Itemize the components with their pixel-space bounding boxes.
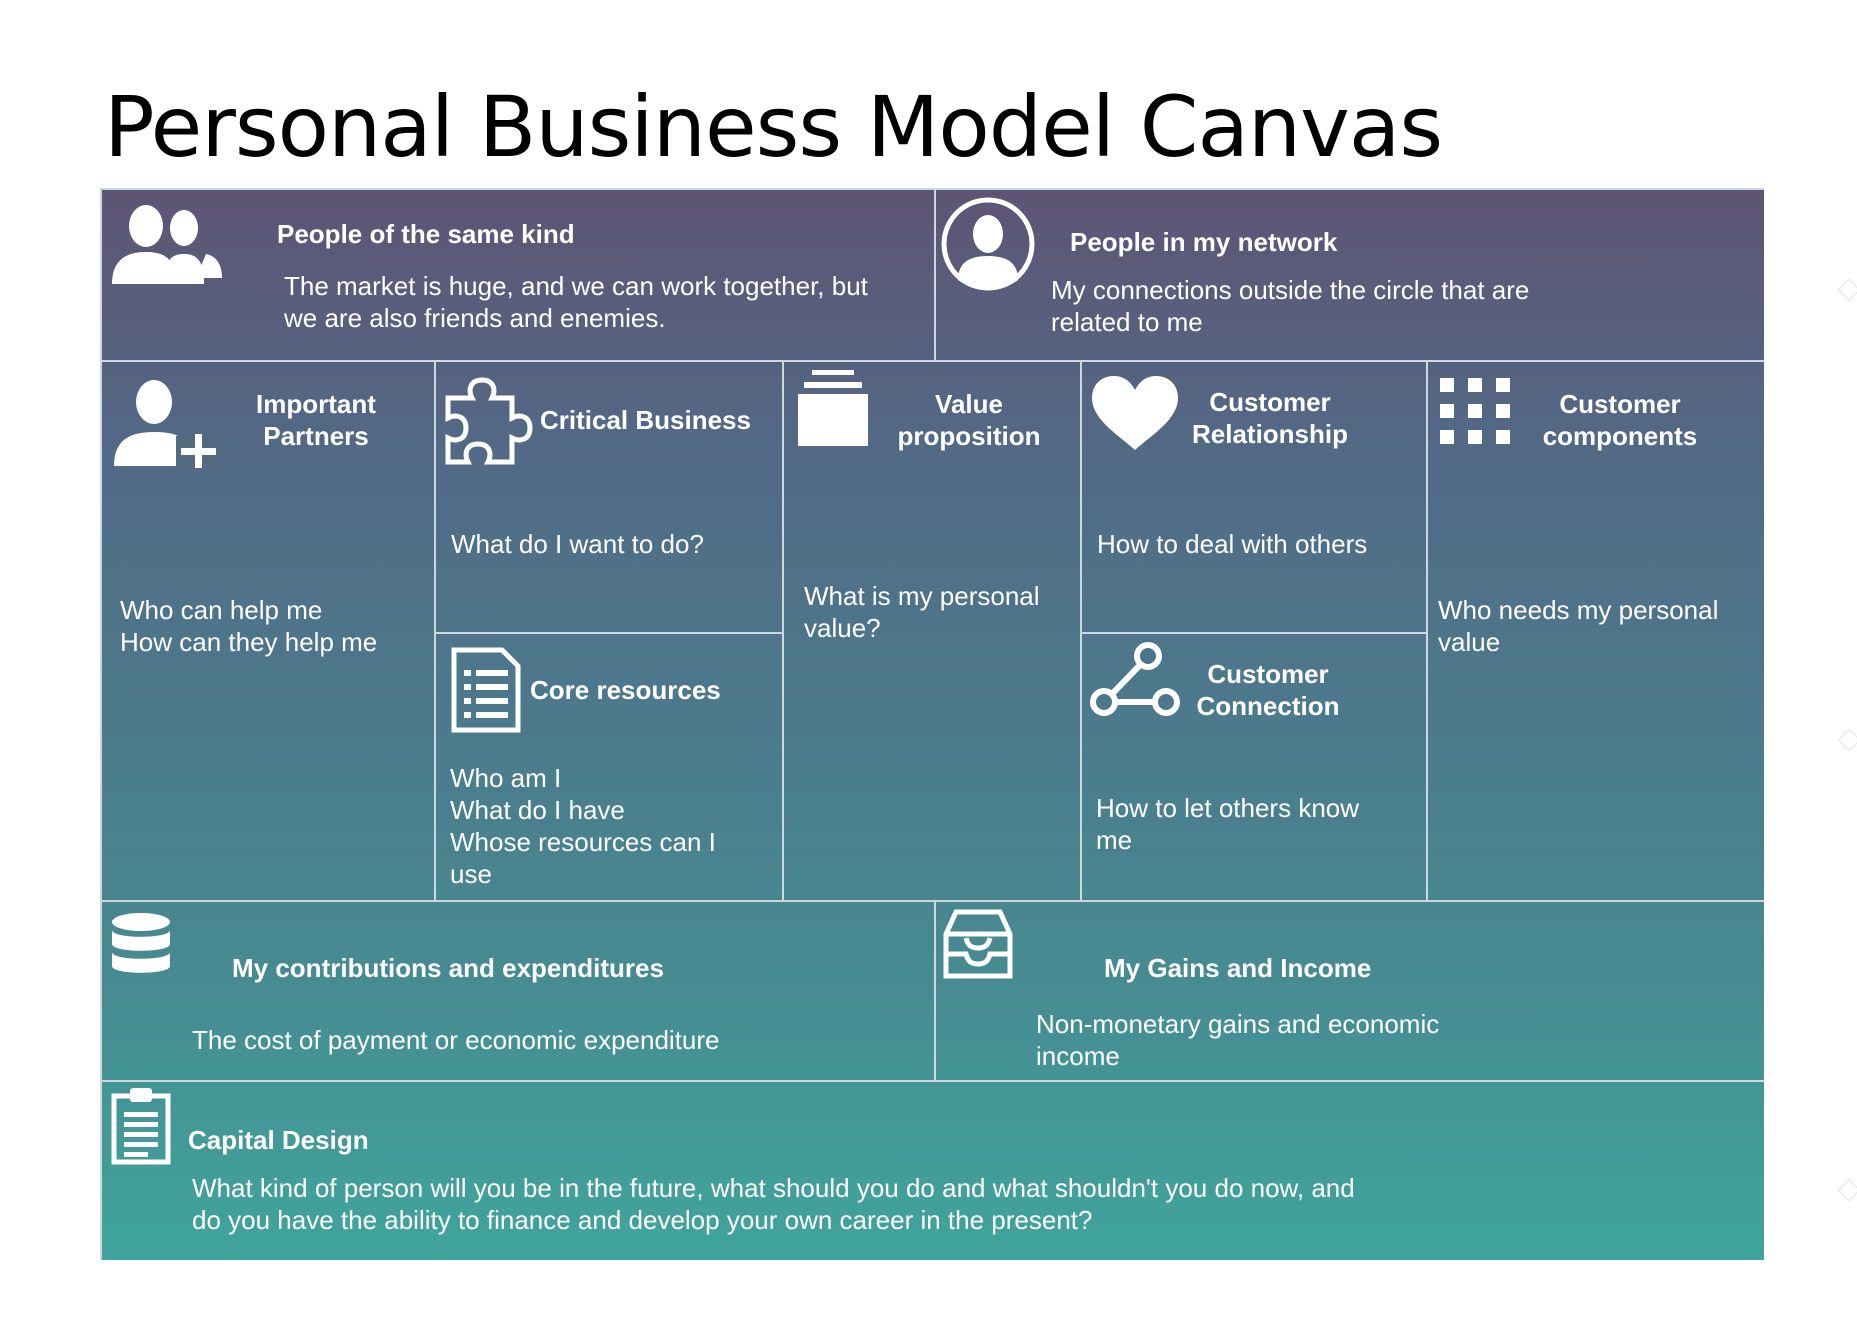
- block-same-kind: People of the same kind The market is hu…: [100, 188, 934, 360]
- block-heading: Customer components: [1542, 389, 1698, 451]
- divider: [100, 900, 1764, 902]
- divider: [434, 360, 436, 900]
- two-people-icon: [112, 205, 222, 284]
- block-text: What do I want to do?: [451, 529, 704, 559]
- divider: [1080, 360, 1082, 900]
- divider: [100, 360, 1764, 362]
- add-person-icon: [114, 380, 220, 468]
- divider: [934, 900, 936, 1080]
- block-text: How to let others know me: [1096, 793, 1360, 855]
- divider: [100, 188, 1764, 190]
- slide-edge-marker: [1837, 278, 1857, 302]
- block-value: Value proposition What is my personal va…: [784, 362, 1080, 900]
- block-text: The cost of payment or economic expendit…: [192, 1025, 720, 1055]
- block-heading: Capital Design: [188, 1125, 369, 1155]
- person-circle-icon: [941, 197, 1035, 291]
- divider: [100, 1080, 1764, 1082]
- page-title: Personal Business Model Canvas: [104, 78, 1443, 176]
- block-heading: Critical Business: [540, 405, 751, 435]
- block-capital: Capital Design What kind of person will …: [100, 1082, 1764, 1260]
- block-text: Who am I What do I have Whose resources …: [450, 763, 716, 889]
- block-heading: People of the same kind: [277, 219, 575, 249]
- divider: [1082, 632, 1428, 634]
- slide-edge-marker: [1837, 1178, 1857, 1202]
- block-heading: People in my network: [1070, 227, 1338, 257]
- block-text: Non-monetary gains and economic income: [1036, 1009, 1440, 1071]
- block-text: What kind of person will you be in the f…: [192, 1173, 1355, 1235]
- block-relationship: Customer Relationship How to deal with o…: [1082, 362, 1426, 632]
- share-nodes-icon: [1090, 642, 1180, 716]
- divider: [100, 188, 102, 1260]
- block-components: Customer components Who needs my persona…: [1428, 362, 1764, 900]
- clipboard-icon: [111, 1088, 171, 1165]
- divider: [934, 188, 936, 360]
- divider: [1426, 360, 1428, 900]
- heart-icon: [1092, 376, 1178, 450]
- block-text: How to deal with others: [1097, 529, 1368, 559]
- block-text: My connections outside the circle that a…: [1051, 275, 1530, 337]
- block-critical: Critical Business What do I want to do?: [436, 362, 782, 632]
- database-icon: [112, 913, 170, 973]
- block-heading: Value proposition: [897, 389, 1041, 451]
- business-model-canvas: People of the same kind The market is hu…: [100, 188, 1764, 1260]
- divider: [434, 632, 782, 634]
- slide-edge-marker: [1837, 728, 1857, 752]
- stacked-cards-icon: [798, 370, 868, 446]
- block-resources: Core resources Who am I What do I have W…: [436, 634, 782, 900]
- grid-dots-icon: [1440, 378, 1510, 444]
- block-heading: My Gains and Income: [1104, 953, 1372, 983]
- puzzle-icon: [445, 377, 533, 465]
- block-heading: Core resources: [530, 675, 721, 705]
- block-contributions: My contributions and expenditures The co…: [100, 902, 934, 1080]
- block-partners: Important Partners Who can help me How c…: [100, 362, 434, 900]
- document-list-icon: [451, 647, 521, 733]
- block-heading: Customer Connection: [1196, 659, 1340, 721]
- block-heading: My contributions and expenditures: [232, 953, 664, 983]
- divider: [782, 360, 784, 900]
- block-connection: Customer Connection How to let others kn…: [1082, 634, 1426, 900]
- block-text: Who needs my personal value: [1438, 595, 1719, 657]
- inbox-icon: [943, 909, 1013, 979]
- block-gains: My Gains and Income Non-monetary gains a…: [936, 902, 1764, 1080]
- block-text: The market is huge, and we can work toge…: [284, 271, 868, 333]
- block-heading: Important Partners: [256, 389, 376, 451]
- block-text: What is my personal value?: [804, 581, 1040, 643]
- block-network: People in my network My connections outs…: [936, 188, 1764, 360]
- block-heading: Customer Relationship: [1191, 387, 1348, 449]
- block-text: Who can help me How can they help me: [120, 595, 378, 657]
